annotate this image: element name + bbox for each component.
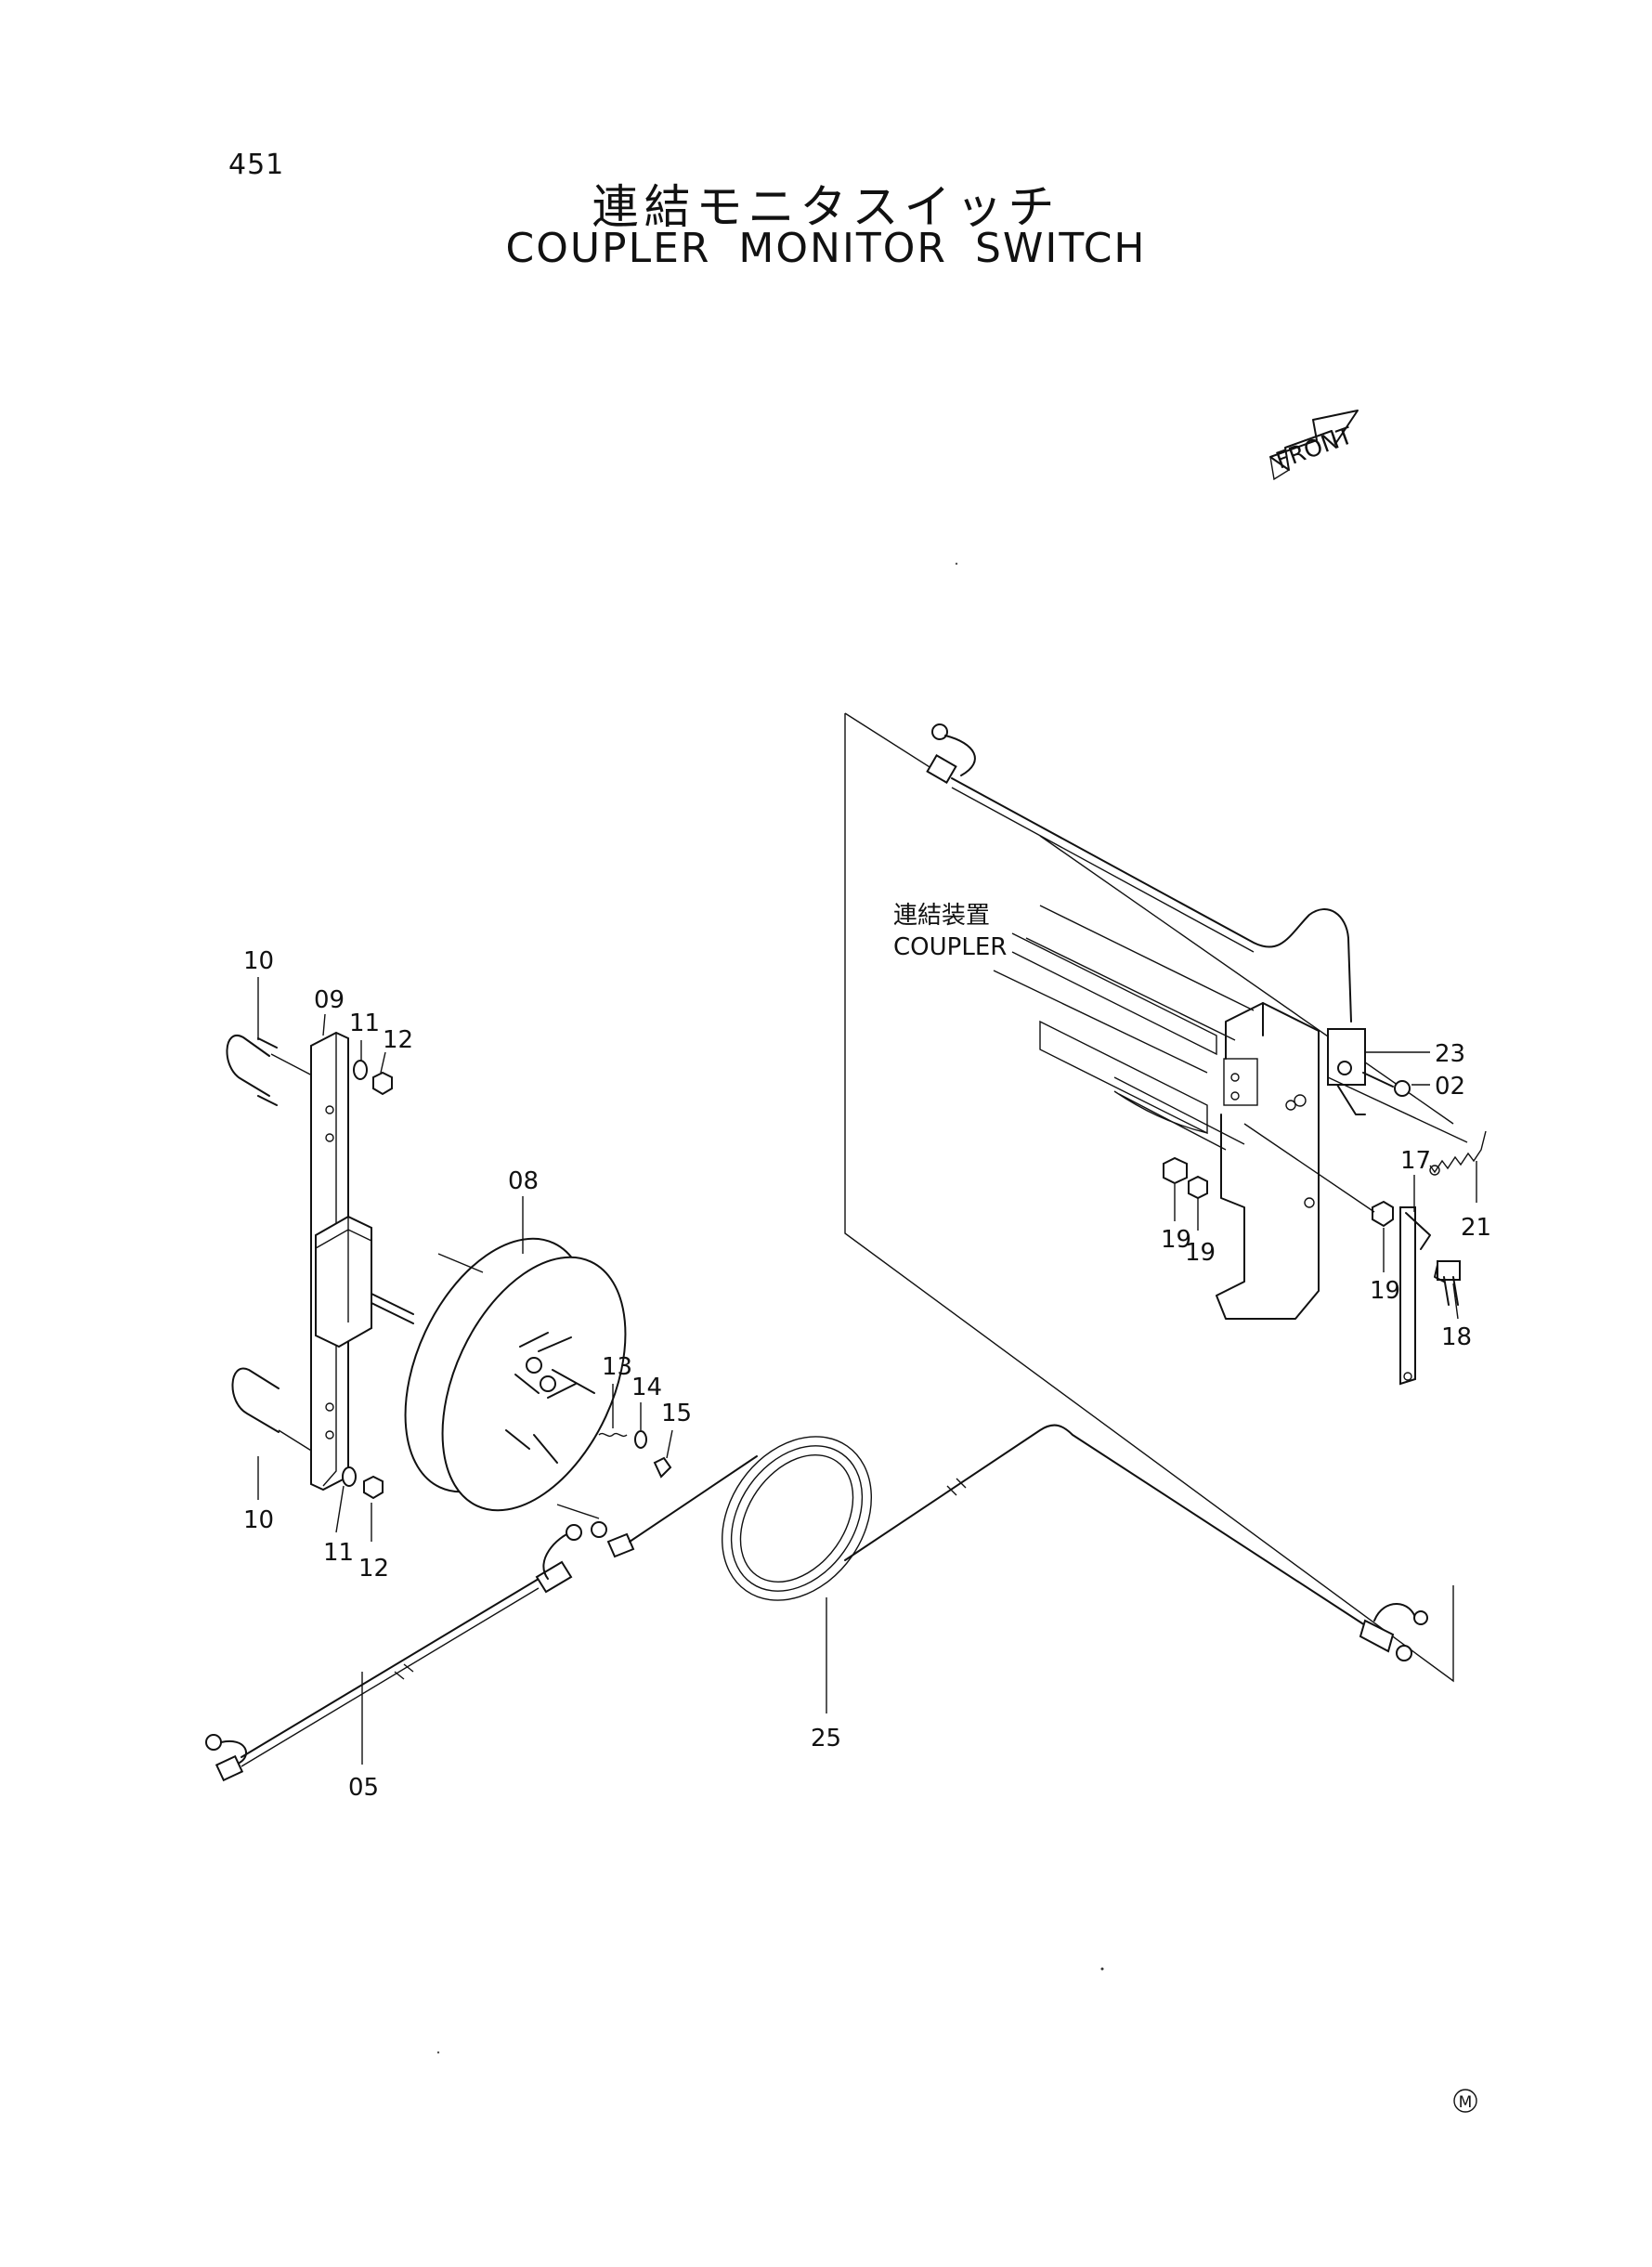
- callout-25: 25: [811, 1725, 841, 1752]
- page-title-english: COUPLER MONITOR SWITCH: [505, 225, 1147, 272]
- callout-21: 21: [1461, 1214, 1491, 1242]
- lever-and-bolt: [1399, 1206, 1461, 1386]
- page-title-japanese: 連結モニタスイッチ: [592, 180, 1060, 234]
- coupler-structure: [993, 905, 1320, 1320]
- callout-19-c: 19: [1370, 1277, 1400, 1305]
- speck: [955, 562, 958, 566]
- speck: [1100, 1967, 1104, 1971]
- callout-13: 13: [602, 1353, 632, 1381]
- spring: [1327, 1076, 1487, 1176]
- page-number: 451: [228, 149, 285, 181]
- callout-18: 18: [1441, 1323, 1472, 1351]
- washers-nuts: [342, 1060, 393, 1500]
- marking-letter: M: [1459, 2093, 1473, 2112]
- circled-m-marking: M: [1453, 2089, 1477, 2113]
- callout-02: 02: [1435, 1073, 1465, 1101]
- front-arrow-icon: FRONT: [1269, 410, 1359, 481]
- part-callouts: 10 09 11 12 08 13 14 15 10 11 12 05 25 2…: [243, 947, 1491, 1802]
- callout-leaders: [257, 977, 1477, 1765]
- coupler-label-english: COUPLER: [893, 933, 1007, 961]
- callout-11-upper: 11: [349, 1010, 380, 1037]
- callout-19-b: 19: [1185, 1239, 1216, 1267]
- callout-11-lower: 11: [323, 1539, 354, 1567]
- callout-12-lower: 12: [358, 1555, 389, 1583]
- speck: [436, 2051, 440, 2054]
- callout-12-upper: 12: [383, 1026, 413, 1054]
- callout-23: 23: [1435, 1040, 1465, 1068]
- coupler-panel: [844, 712, 1454, 1683]
- monitor-switch: [1327, 1028, 1411, 1115]
- callout-09: 09: [314, 986, 345, 1014]
- lower-cable-05: [205, 1524, 582, 1782]
- callout-19-a: 19: [1161, 1226, 1191, 1254]
- coupler-label-japanese: 連結装置: [893, 902, 990, 930]
- callout-17: 17: [1400, 1147, 1431, 1175]
- coiled-cable-25: [591, 1424, 1428, 1661]
- callout-05: 05: [348, 1774, 379, 1802]
- callout-10-lower: 10: [243, 1506, 274, 1534]
- u-bolt-upper: [226, 1035, 317, 1106]
- small-parts: [598, 1430, 672, 1479]
- callout-15: 15: [661, 1400, 692, 1427]
- cable-reel: [404, 1237, 627, 1519]
- callout-10-upper: 10: [243, 947, 274, 975]
- callout-14: 14: [631, 1374, 662, 1401]
- u-bolt-lower: [231, 1367, 317, 1454]
- callout-08: 08: [508, 1167, 539, 1195]
- bracket: [310, 1031, 414, 1492]
- nut-19-group: [1163, 1123, 1394, 1228]
- upper-sensor-cable: [926, 723, 1352, 1023]
